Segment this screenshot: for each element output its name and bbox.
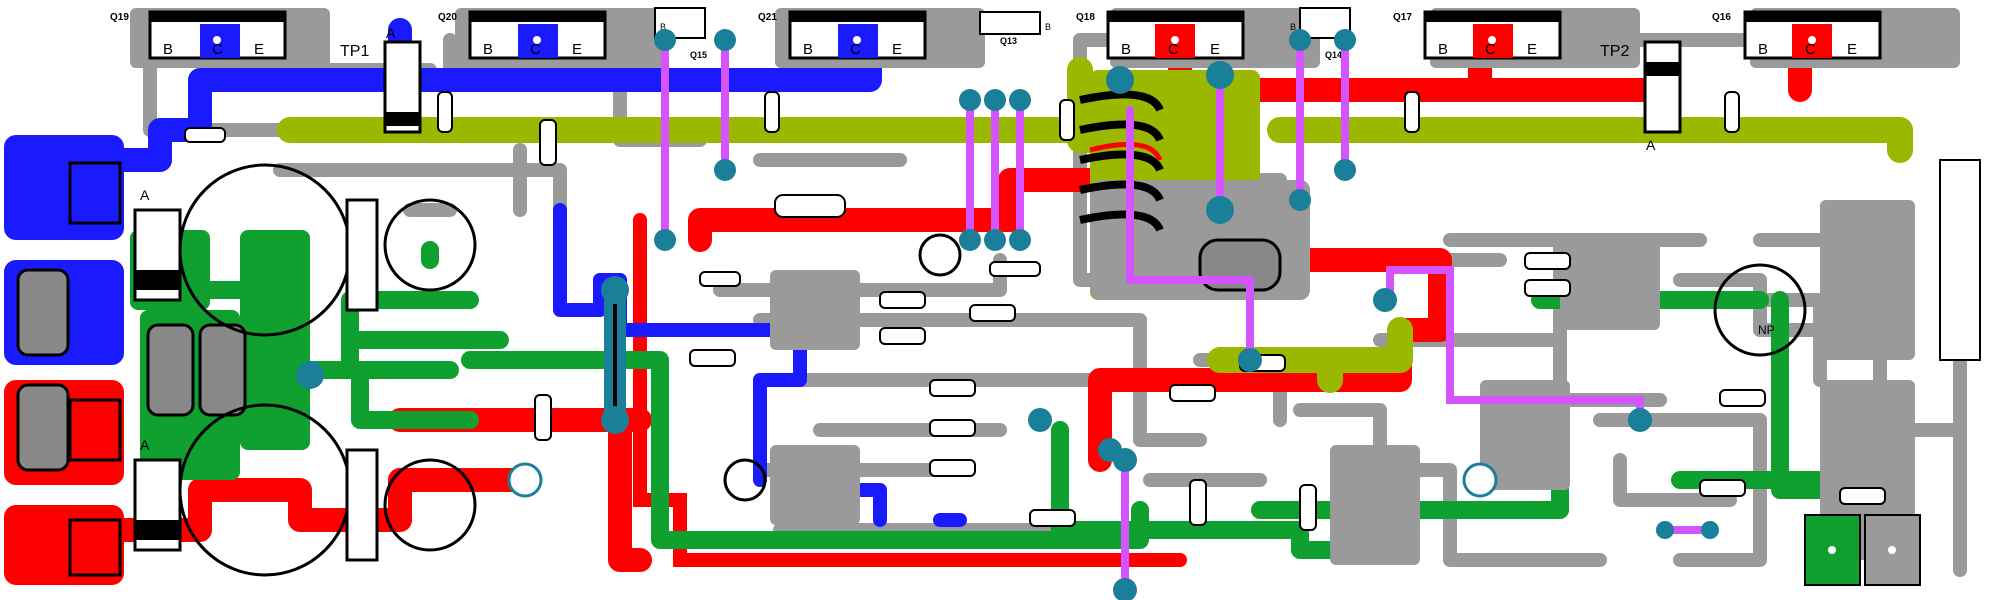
capacitor-circles [507,233,1807,502]
diodes-test-points: TP1 A TP2 A [340,25,1682,153]
pin-e-label: E [892,41,902,58]
pin-b-label: B [803,41,813,58]
pin-b-label: B [483,41,493,58]
anode-mark: A [1646,137,1656,153]
anode-mark: A [140,437,150,453]
test-point-label: TP1 [340,43,369,60]
pin-c-label: C [1168,41,1179,58]
pin-e-label: E [1847,41,1857,58]
small-part-ref: Q13 [1000,36,1017,46]
pin-e-label: E [1210,41,1220,58]
pin-b-label: B [1121,41,1131,58]
jumper-wires [661,36,1714,594]
pin-c-label: C [530,41,541,58]
small-resistors [184,91,1981,531]
power-supply-block: A A [4,135,477,585]
pin-e-label: E [1527,41,1537,58]
transistor-ref: Q16 [1712,12,1731,23]
small-pin-label: B [1045,22,1051,32]
pin-b-label: B [1758,41,1768,58]
transistor-ref: Q17 [1393,12,1412,23]
pin-b-label: B [1438,41,1448,58]
output-inductor [1079,70,1310,300]
transistor-bodies: Q19 B C E Q20 B C E Q21 B C E Q18 [110,10,1882,60]
anode-mark: A [386,25,396,41]
transistor-ref: Q20 [438,12,457,23]
vias [601,29,1719,600]
pin-c-label: C [1805,41,1816,58]
pin-c-label: C [1485,41,1496,58]
test-point-label: TP2 [1600,43,1629,60]
small-pin-label: B [660,22,666,32]
transistor-ref: Q21 [758,12,777,23]
anode-mark: A [140,187,150,203]
small-part-ref: Q15 [690,50,707,60]
pad-holes [166,36,1896,554]
pin-c-label: C [850,41,861,58]
pin-b-label: B [163,41,173,58]
transistor-ref: Q18 [1076,12,1095,23]
pin-c-label: C [212,41,223,58]
pin-e-label: E [572,41,582,58]
small-part-ref: Q14 [1325,50,1342,60]
transistor-ref: Q19 [110,12,129,23]
np-label: NP [1758,323,1775,337]
pin-e-label: E [254,41,264,58]
small-pin-label: B [1290,22,1296,32]
